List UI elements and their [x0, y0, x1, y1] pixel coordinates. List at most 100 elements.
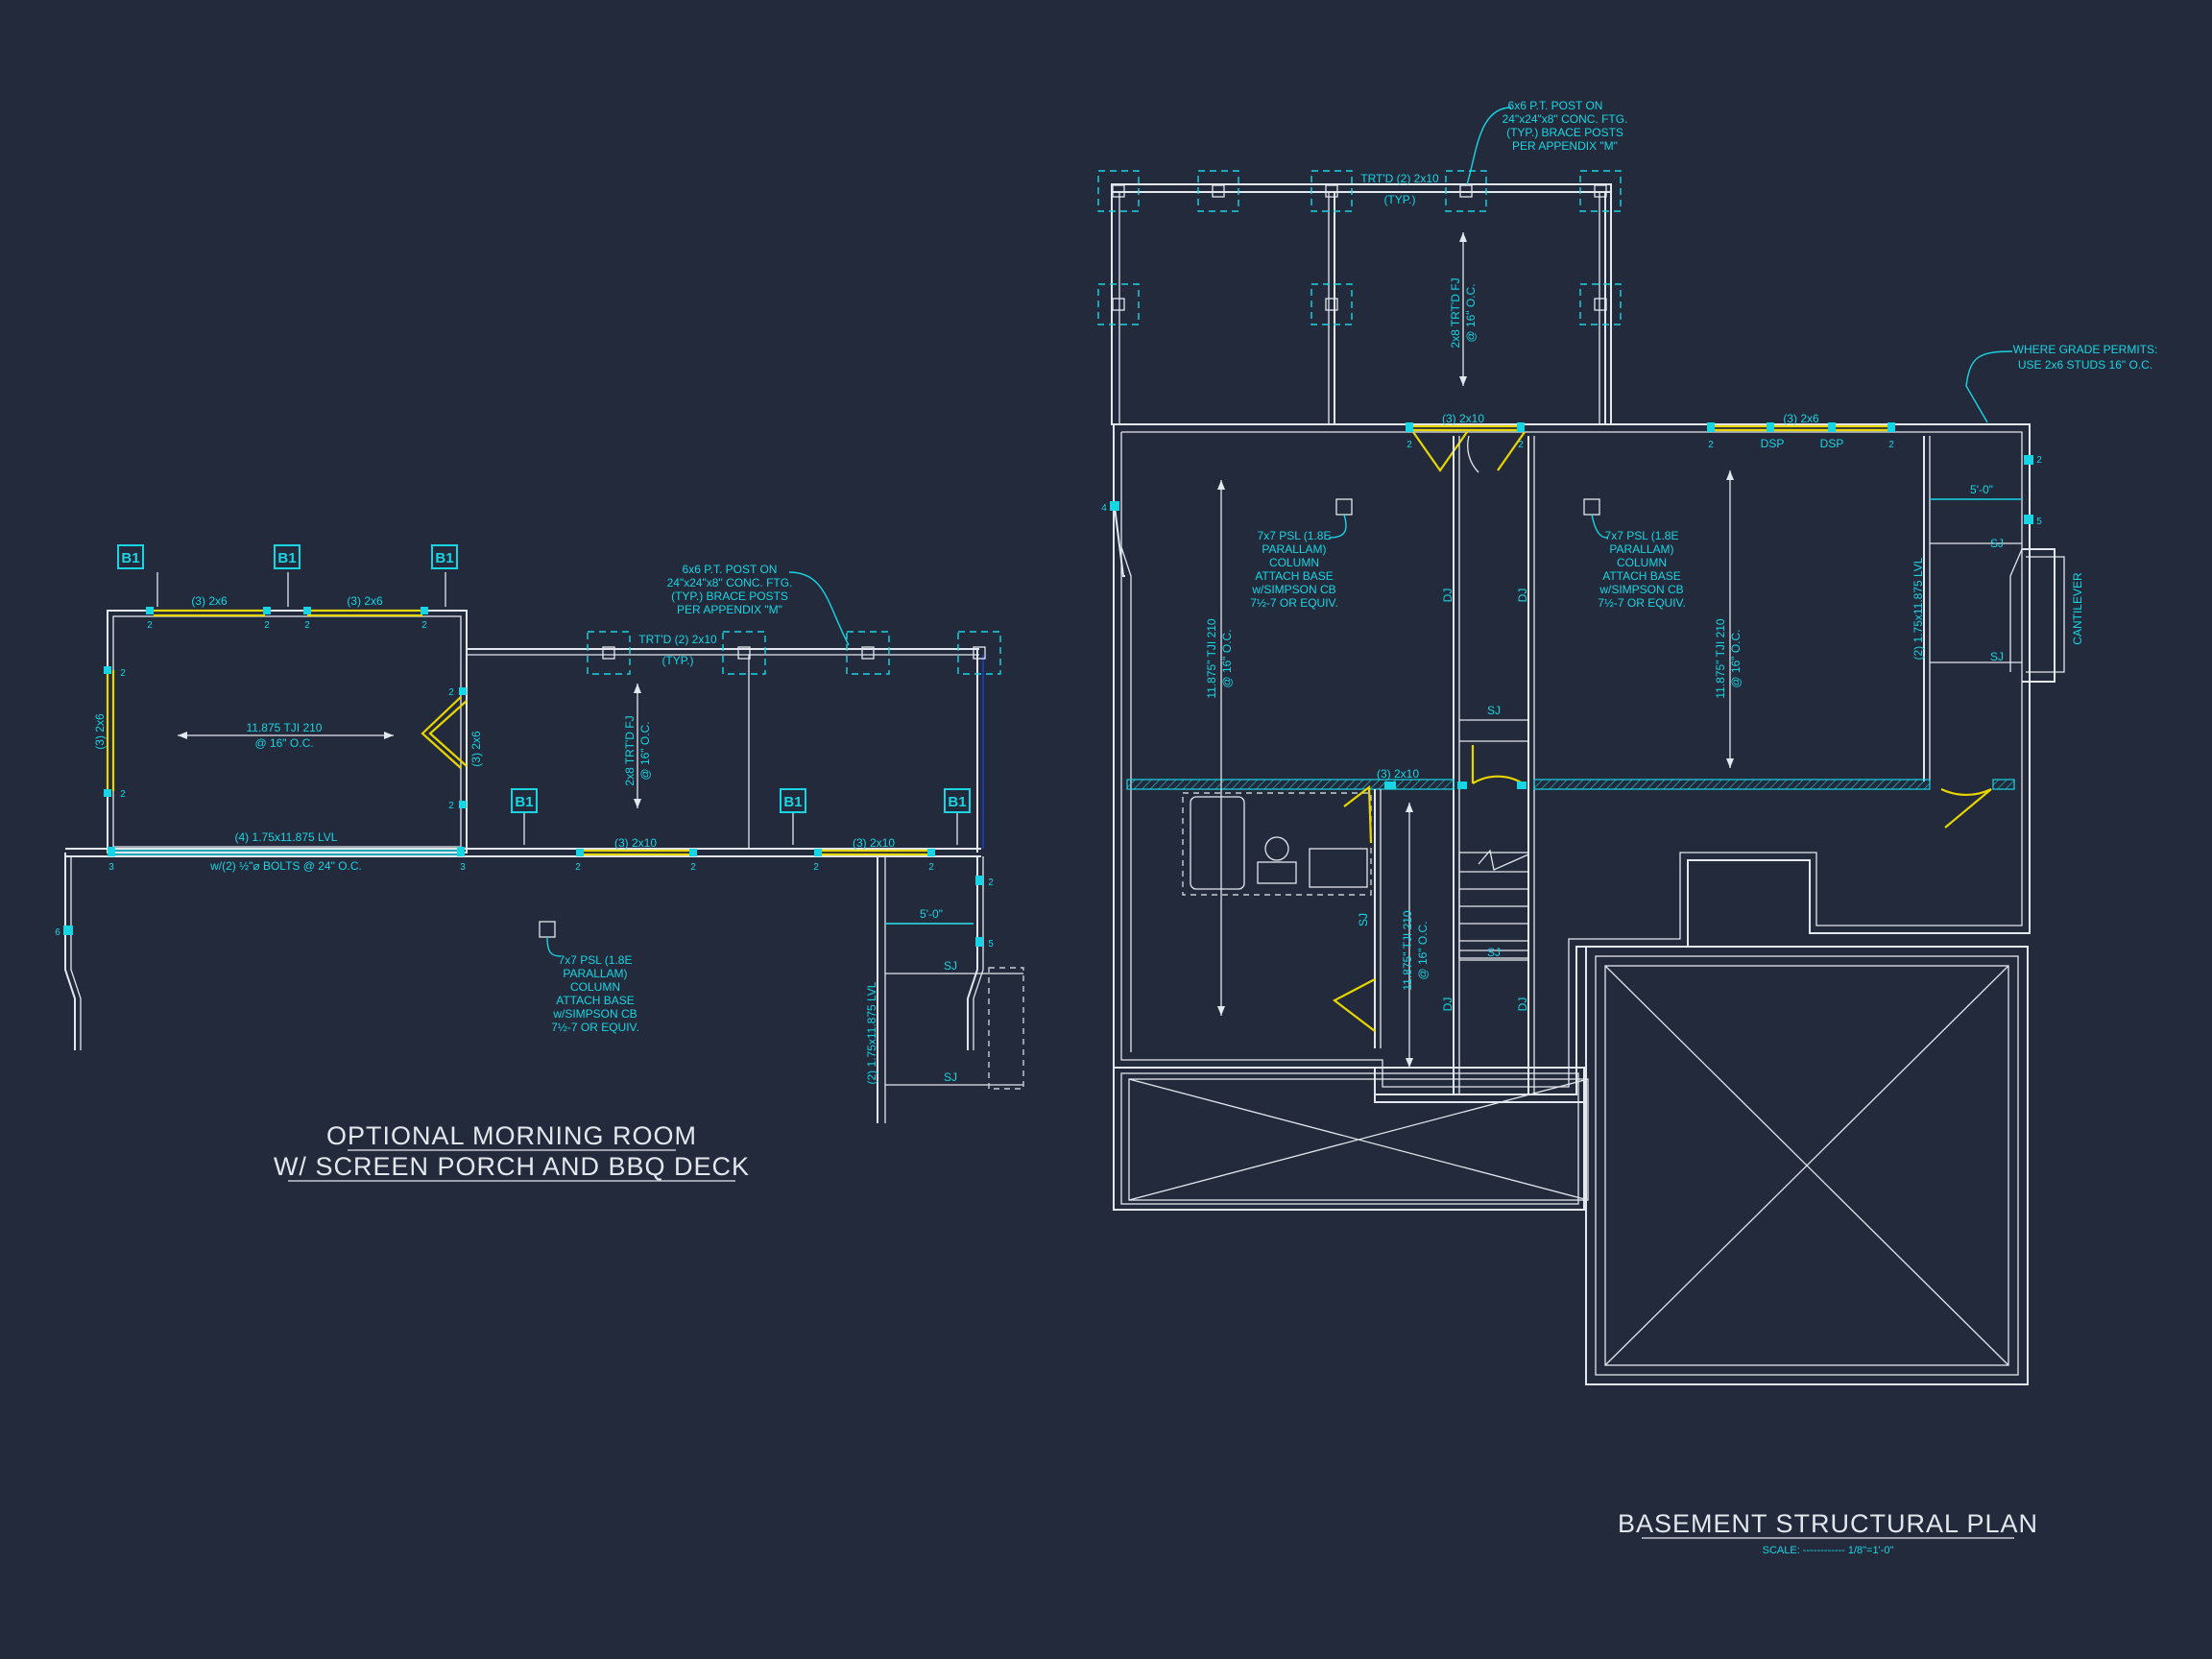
svg-text:5: 5 [988, 939, 994, 950]
sj-label: SJ [1990, 650, 2004, 663]
svg-text:3: 3 [460, 862, 466, 873]
slab-outline [1113, 1067, 1585, 1211]
svg-text:2: 2 [448, 687, 454, 698]
psl-note-line: 7½-7 OR EQUIV. [1598, 596, 1686, 610]
beam-tag: B1 [783, 794, 802, 810]
left-title-line2: W/ SCREEN PORCH AND BBQ DECK [274, 1152, 750, 1181]
left-title-block: OPTIONAL MORNING ROOM W/ SCREEN PORCH AN… [274, 1121, 750, 1182]
door-swing [1940, 788, 1992, 829]
header-label: (3) 2x10 [1377, 767, 1419, 781]
door-swing [1332, 978, 1376, 1032]
psl-note-line: COLUMN [1269, 556, 1319, 569]
beam-tag: B1 [948, 794, 966, 810]
svg-text:2: 2 [1888, 440, 1894, 450]
svg-text:2: 2 [304, 620, 310, 631]
post-footings [587, 631, 1001, 675]
header-label: (3) 2x10 [614, 836, 657, 850]
beam-tags: B1 B1 B1 B1 B1 B1 [117, 544, 971, 813]
psl-column [1335, 498, 1353, 516]
sink [1309, 848, 1368, 888]
basement-plan [1097, 107, 2065, 1385]
cantilever-label: CANTILEVER [2071, 572, 2084, 645]
dj-label: DJ [1516, 998, 1529, 1012]
svg-text:6: 6 [55, 927, 60, 938]
svg-text:2: 2 [1708, 440, 1714, 450]
psl-note-line: 7½-7 OR EQUIV. [551, 1021, 639, 1034]
grade-note-line: WHERE GRADE PERMITS: [2013, 343, 2158, 356]
svg-text:2: 2 [575, 862, 581, 873]
left-title-line1: OPTIONAL MORNING ROOM [326, 1121, 697, 1150]
joist-label: 11.875 TJI 210 [247, 721, 323, 734]
post-note-line: (TYP.) BRACE POSTS [1506, 126, 1623, 139]
beam-tag: B1 [435, 550, 453, 566]
hatched-beam [1126, 779, 1455, 790]
lvl-label: (2) 1.75x11.875 LVL [1911, 557, 1925, 660]
girder-typ: (TYP.) [1383, 193, 1415, 206]
post-note-line: 24"x24"x8" CONC. FTG. [1503, 112, 1628, 126]
fj-spacing: @ 16" O.C. [638, 721, 652, 780]
psl-note-line: COLUMN [1617, 556, 1667, 569]
psl-note-line: 7½-7 OR EQUIV. [1250, 596, 1338, 610]
header-label: (3) 2x6 [93, 713, 107, 750]
post-note-line: 6x6 P.T. POST ON [1508, 99, 1603, 112]
fj-label: 2x8 TRT'D FJ [623, 715, 637, 785]
dsp-label: DSP [1761, 437, 1785, 450]
fj-spacing: @ 16" O.C. [1464, 283, 1478, 342]
psl-note-line: ATTACH BASE [1255, 569, 1334, 583]
fj-label: 2x8 TRT'D FJ [1449, 277, 1462, 348]
basement-labels: 6x6 P.T. POST ON 24"x24"x8" CONC. FTG. (… [1101, 99, 2157, 1011]
psl-note-line: PARALLAM) [563, 967, 627, 980]
sj-label: SJ [1487, 704, 1501, 717]
door-swing [421, 696, 462, 769]
svg-text:2: 2 [2036, 455, 2042, 466]
svg-text:4: 4 [1101, 503, 1107, 514]
beam-tag: B1 [515, 794, 533, 810]
sj-label: SJ [944, 1070, 957, 1084]
header-label: (3) 2x10 [853, 836, 895, 850]
lvl-label: (2) 1.75x11.875 LVL [865, 981, 878, 1084]
grade-note-line: USE 2x6 STUDS 16" O.C. [2018, 358, 2152, 372]
dimension-label: 5'-0" [920, 907, 943, 921]
header-label: (3) 2x6 [347, 594, 383, 608]
psl-note-line: COLUMN [570, 980, 620, 994]
dsp-label: DSP [1820, 437, 1844, 450]
cantilever [2022, 548, 2056, 683]
svg-text:2: 2 [448, 801, 454, 811]
psl-note-line: ATTACH BASE [556, 994, 635, 1007]
door-swing [1412, 431, 1468, 472]
svg-text:2: 2 [690, 862, 696, 873]
psl-note-line: w/SIMPSON CB [552, 1007, 637, 1021]
morning-room-plan [63, 571, 1024, 1123]
porch-frame [1111, 183, 1612, 425]
psl-note-line: ATTACH BASE [1602, 569, 1681, 583]
psl-note-line: PARALLAM) [1609, 542, 1673, 556]
beam-tag: B1 [277, 550, 296, 566]
psl-note-line: 7x7 PSL (1.8E [1258, 529, 1332, 542]
lvl-label: (4) 1.75x11.875 LVL [235, 830, 338, 844]
psl-column [539, 921, 556, 938]
joist-label: 11.875" TJI 210 [1205, 618, 1218, 699]
dj-label: DJ [1441, 589, 1455, 603]
dimension-label: 5'-0" [1970, 483, 1993, 496]
psl-note-line: 7x7 PSL (1.8E [559, 953, 633, 967]
tub [1190, 796, 1245, 890]
girder-label: TRT'D (2) 2x10 [1360, 172, 1439, 185]
bolts-label: w/(2) ½"⌀ BOLTS @ 24" O.C. [209, 859, 362, 873]
sj-label: SJ [1357, 913, 1370, 926]
grade-note-leader [1965, 350, 2013, 423]
post-note-leader [1466, 107, 1512, 185]
joist-label: 11.875" TJI 210 [1401, 910, 1414, 991]
post-note-line: (TYP.) BRACE POSTS [671, 589, 788, 603]
beam-tag: B1 [121, 550, 139, 566]
svg-text:2: 2 [928, 862, 934, 873]
joist-spacing: @ 16" O.C. [254, 736, 313, 750]
sj-label: SJ [1487, 946, 1501, 959]
svg-text:2: 2 [1407, 440, 1412, 450]
psl-note-line: w/SIMPSON CB [1251, 583, 1335, 596]
post-note-line: 24"x24"x8" CONC. FTG. [667, 576, 793, 589]
girder-label: TRT'D (2) 2x10 [638, 633, 717, 646]
svg-text:2: 2 [421, 620, 427, 631]
porch-post-footings [1097, 170, 1622, 325]
post-note-line: 6x6 P.T. POST ON [683, 563, 778, 576]
